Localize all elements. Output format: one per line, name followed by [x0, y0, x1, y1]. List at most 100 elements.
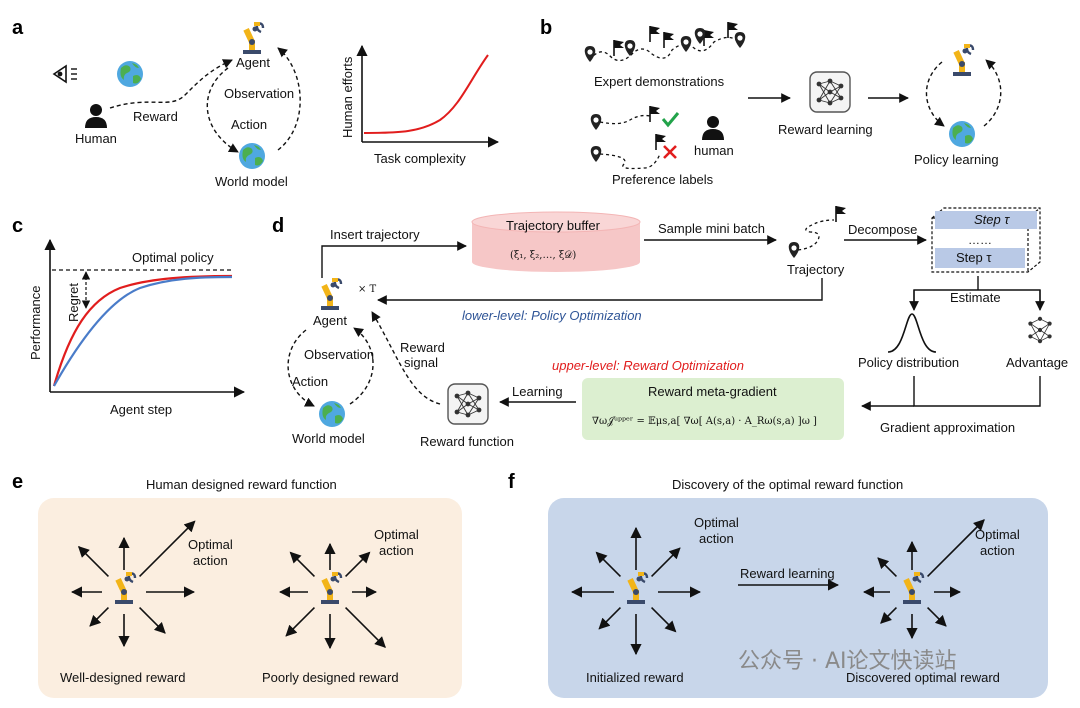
- step-dots: ……: [968, 233, 992, 247]
- human-icon: [85, 104, 107, 128]
- discovered-burst: [862, 519, 985, 640]
- f-optimal-1b: action: [699, 531, 734, 546]
- insert-arrow: [321, 241, 467, 278]
- reward-signal-label-2: signal: [404, 355, 438, 370]
- advantage-net-icon: [1028, 316, 1052, 344]
- b-loop-right: [983, 59, 1002, 127]
- panel-label-b: b: [540, 17, 552, 39]
- sample-label: Sample mini batch: [658, 221, 765, 236]
- policy-distribution-label: Policy distribution: [858, 355, 959, 370]
- preference-labels-label: Preference labels: [612, 172, 714, 187]
- panel-f: f Discovery of the optimal reward functi…: [508, 471, 1048, 698]
- policy-robot-icon: [951, 42, 975, 78]
- lower-level-label: lower-level: Policy Optimization: [462, 308, 642, 323]
- panel-label-a: a: [12, 17, 24, 39]
- gradient-bracket: [913, 376, 1041, 407]
- meta-gradient-box: [582, 378, 844, 440]
- action-arrow: [206, 67, 239, 153]
- agent-label: Agent: [236, 55, 270, 70]
- trajectory-label: Trajectory: [787, 262, 845, 277]
- d-action-label: Action: [292, 374, 328, 389]
- insert-trajectory-label: Insert trajectory: [330, 227, 420, 242]
- panel-label-e: e: [12, 471, 23, 493]
- d-agent-label: Agent: [313, 313, 347, 328]
- policy-learning-label: Policy learning: [914, 152, 999, 167]
- reward-function-net-icon: [447, 383, 489, 425]
- buffer-formula: (ξ₁, ξ₂,…, ξ𝒟): [510, 250, 576, 261]
- observation-arrow: [277, 47, 301, 151]
- f-optimal-2b: action: [980, 543, 1015, 558]
- d-world-model-label: World model: [292, 431, 365, 446]
- d-observation-arrow: [349, 327, 374, 405]
- globe-icon: [117, 61, 143, 87]
- world-model-label: World model: [215, 174, 288, 189]
- meta-gradient-formula: ∇ω𝒥ᵘᵖᵖᵉʳ = 𝔼μs,a[ ∇ω[ A(s,a) · A_Rω(s,a)…: [592, 416, 817, 427]
- panel-a: a Human Reward Agent Observation Action …: [12, 17, 500, 189]
- cross-icon: [663, 145, 677, 159]
- human-label: Human: [75, 131, 117, 146]
- panel-label-f: f: [508, 471, 515, 493]
- eye-icon: [52, 64, 77, 84]
- gradient-label: Gradient approximation: [880, 420, 1015, 435]
- e-optimal-1b: action: [193, 553, 228, 568]
- world-globe-icon: [239, 143, 265, 169]
- poorly-designed-label: Poorly designed reward: [262, 670, 399, 685]
- panel-b: b Expert demonstrations human Preference…: [540, 17, 1002, 187]
- e-title: Human designed reward function: [146, 477, 337, 492]
- pref-pin-2: [590, 146, 602, 162]
- trajectory-buffer: [471, 211, 641, 272]
- buffer-title: Trajectory buffer: [506, 218, 601, 233]
- discovered-reward-label: Discovered optimal reward: [846, 670, 1000, 685]
- performance-label: Performance: [28, 286, 43, 360]
- human-efforts-label: Human efforts: [340, 56, 355, 138]
- distribution-icon: [887, 313, 937, 353]
- reward-signal-arrow: [371, 311, 441, 405]
- meta-gradient-title: Reward meta-gradient: [648, 384, 777, 399]
- e-optimal-1a: Optimal: [188, 537, 233, 552]
- d-world-globe-icon: [319, 401, 345, 427]
- estimate-label: Estimate: [950, 290, 1001, 305]
- check-icon: [661, 112, 680, 128]
- regret-label: Regret: [66, 283, 81, 322]
- expert-trajectories: [584, 21, 746, 62]
- observation-label: Observation: [224, 86, 294, 101]
- step-bottom-label: Step τ: [956, 250, 992, 265]
- well-designed-label: Well-designed reward: [60, 670, 186, 685]
- reward-function-label: Reward function: [420, 434, 514, 449]
- e-optimal-2b: action: [379, 543, 414, 558]
- agent-robot-icon: [241, 20, 265, 56]
- pref-pin-1: [590, 114, 602, 130]
- well-designed-burst: [70, 520, 196, 648]
- reward-signal-label-1: Reward: [400, 340, 445, 355]
- e-optimal-2a: Optimal: [374, 527, 419, 542]
- pref-flag-1: [649, 105, 661, 123]
- initialized-reward-label: Initialized reward: [586, 670, 684, 685]
- reward-arrow: [109, 59, 233, 109]
- advantage-label: Advantage: [1006, 355, 1068, 370]
- panel-label-c: c: [12, 215, 23, 237]
- e-background: [38, 498, 462, 698]
- reward-learning-label: Reward learning: [778, 122, 873, 137]
- action-label: Action: [231, 117, 267, 132]
- lower-level-arrow: [377, 278, 823, 305]
- panel-e: e Human designed reward function Optimal…: [12, 471, 462, 698]
- b-loop-left: [925, 61, 945, 127]
- d-observation-label: Observation: [304, 347, 374, 362]
- initialized-burst: [570, 526, 702, 656]
- upper-level-label: upper-level: Reward Optimization: [552, 358, 744, 373]
- panel-d: d Insert trajectory Trajectory buffer (ξ…: [272, 205, 1068, 449]
- poorly-designed-burst: [278, 542, 386, 650]
- red-curve: [52, 274, 233, 387]
- panel-label-d: d: [272, 215, 284, 237]
- blue-curve: [53, 275, 233, 387]
- learning-label: Learning: [512, 384, 563, 399]
- task-complexity-label: Task complexity: [374, 151, 466, 166]
- reward-label: Reward: [133, 109, 178, 124]
- decompose-label: Decompose: [848, 222, 917, 237]
- policy-globe-icon: [949, 121, 975, 147]
- f-reward-learning-label: Reward learning: [740, 566, 835, 581]
- times-t-label: × T: [358, 284, 377, 295]
- trajectory-icon: [788, 205, 847, 258]
- reward-net-icon: [809, 71, 851, 113]
